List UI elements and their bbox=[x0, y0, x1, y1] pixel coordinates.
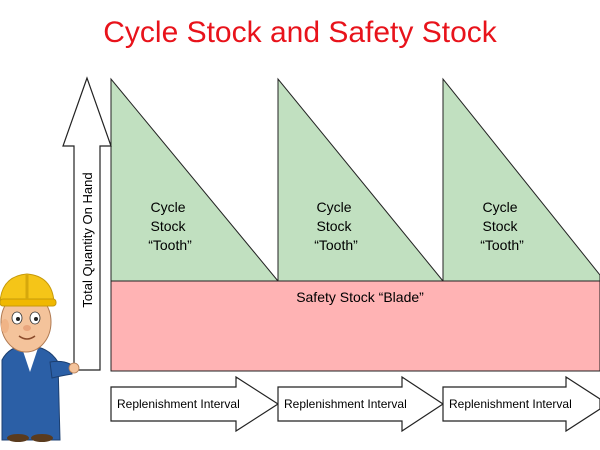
up-arrow-icon bbox=[62, 76, 112, 371]
tooth-label-line: “Tooth” bbox=[480, 237, 524, 253]
page-title: Cycle Stock and Safety Stock bbox=[103, 16, 497, 49]
worker-mascot-icon bbox=[0, 273, 80, 442]
replenishment-interval-label: Replenishment Interval bbox=[449, 397, 572, 411]
cycle-stock-tooth: Cycle Stock “Tooth” bbox=[110, 77, 280, 282]
tooth-label-line: “Tooth” bbox=[314, 237, 358, 253]
y-axis-label: Total Quantity On Hand bbox=[80, 172, 95, 307]
tooth-label-line: “Tooth” bbox=[148, 237, 192, 253]
tooth-label-line: Cycle bbox=[317, 199, 352, 215]
right-arrow-icon bbox=[442, 375, 600, 433]
replenishment-interval-label: Replenishment Interval bbox=[117, 397, 240, 411]
tooth-label-line: Stock bbox=[483, 218, 519, 234]
replenishment-interval-label: Replenishment Interval bbox=[284, 397, 407, 411]
svg-text:Cycle Stock “Tooth: Cycle Stock “Tooth” bbox=[314, 199, 358, 253]
svg-text:Cycle Stock “Tooth: Cycle Stock “Tooth” bbox=[148, 199, 192, 253]
svg-text:Cycle Stock “Tooth: Cycle Stock “Tooth” bbox=[480, 199, 524, 253]
right-arrow-icon bbox=[277, 375, 445, 433]
tooth-label-line: Stock bbox=[151, 218, 187, 234]
cycle-stock-tooth: Cycle Stock “Tooth” bbox=[277, 77, 445, 282]
cycle-stock-tooth: Cycle Stock “Tooth” bbox=[442, 77, 600, 282]
tooth-label-line: Stock bbox=[317, 218, 353, 234]
right-arrow-icon bbox=[110, 375, 280, 433]
tooth-label-line: Cycle bbox=[483, 199, 518, 215]
tooth-label-line: Cycle bbox=[151, 199, 186, 215]
safety-stock-blade bbox=[110, 280, 600, 372]
safety-stock-label: Safety Stock “Blade” bbox=[296, 289, 424, 305]
